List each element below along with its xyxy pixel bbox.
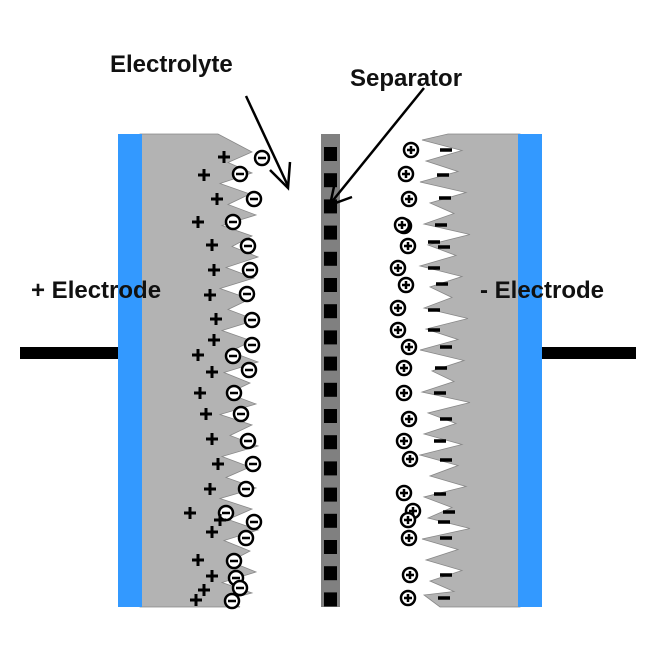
adsorbed-cation bbox=[400, 410, 418, 428]
adsorbed-cation bbox=[395, 432, 413, 450]
separator-pore bbox=[324, 147, 337, 161]
adsorbed-cation bbox=[395, 359, 413, 377]
adsorbed-anion bbox=[237, 529, 255, 547]
negative-electrode-label: - Electrode bbox=[480, 277, 604, 304]
negative-terminal-wire bbox=[540, 347, 636, 359]
surface-positive-charge bbox=[194, 387, 206, 399]
surface-positive-charge bbox=[214, 514, 226, 526]
surface-positive-charge bbox=[204, 483, 216, 495]
negative-current-collector bbox=[518, 134, 542, 607]
surface-positive-charge bbox=[192, 216, 204, 228]
adsorbed-anion bbox=[237, 480, 255, 498]
separator-pore bbox=[324, 382, 337, 397]
surface-positive-charge bbox=[206, 526, 218, 538]
adsorbed-cation bbox=[400, 529, 418, 547]
adsorbed-anion bbox=[253, 149, 271, 167]
surface-positive-charge bbox=[198, 169, 210, 181]
surface-positive-charge bbox=[206, 366, 218, 378]
adsorbed-cation bbox=[397, 276, 415, 294]
adsorbed-cation bbox=[399, 511, 417, 529]
adsorbed-anion bbox=[244, 455, 262, 473]
separator-pore bbox=[324, 409, 337, 423]
adsorbed-anion bbox=[223, 592, 241, 610]
surface-positive-charge bbox=[218, 151, 230, 163]
adsorbed-anion bbox=[239, 237, 257, 255]
surface-positive-charge bbox=[204, 289, 216, 301]
adsorbed-cation bbox=[401, 450, 419, 468]
surface-positive-charge bbox=[200, 408, 212, 420]
surface-positive-charge bbox=[210, 313, 222, 325]
adsorbed-anion bbox=[243, 311, 261, 329]
surface-positive-charge bbox=[208, 334, 220, 346]
adsorbed-cation bbox=[400, 190, 418, 208]
adsorbed-anion bbox=[225, 384, 243, 402]
separator-pores bbox=[324, 147, 337, 607]
adsorbed-anion bbox=[231, 579, 249, 597]
positive-side-ions bbox=[184, 149, 271, 610]
separator-pore bbox=[324, 356, 337, 371]
adsorbed-cation bbox=[395, 484, 413, 502]
adsorbed-anion bbox=[217, 504, 235, 522]
surface-positive-charge bbox=[206, 570, 218, 582]
surface-positive-charge bbox=[206, 433, 218, 445]
adsorbed-anion bbox=[241, 261, 259, 279]
adsorbed-cation bbox=[389, 321, 407, 339]
electrolyte-label: Electrolyte bbox=[110, 51, 233, 78]
surface-positive-charge bbox=[192, 554, 204, 566]
adsorbed-anion bbox=[240, 361, 258, 379]
separator-pore bbox=[324, 251, 337, 266]
separator-pore bbox=[324, 487, 337, 502]
surface-positive-charge bbox=[206, 239, 218, 251]
positive-current-collector bbox=[118, 134, 142, 607]
adsorbed-anion bbox=[231, 165, 249, 183]
adsorbed-anion bbox=[243, 336, 261, 354]
adsorbed-anion bbox=[224, 347, 242, 365]
positive-electrode-material bbox=[139, 133, 260, 608]
adsorbed-anion bbox=[224, 213, 242, 231]
surface-positive-charge bbox=[184, 507, 196, 519]
surface-positive-charge bbox=[190, 594, 202, 606]
separator-pore bbox=[324, 278, 337, 292]
electrolyte-pointer bbox=[244, 95, 292, 191]
separator-pore bbox=[324, 435, 337, 450]
separator-pore bbox=[324, 566, 337, 581]
adsorbed-anion bbox=[238, 285, 256, 303]
negative-electrode-material bbox=[418, 133, 521, 608]
adsorbed-anion bbox=[239, 432, 257, 450]
adsorbed-anion bbox=[245, 513, 263, 531]
adsorbed-cation bbox=[401, 566, 419, 584]
adsorbed-cation bbox=[399, 237, 417, 255]
adsorbed-cation bbox=[389, 299, 407, 317]
adsorbed-cation bbox=[397, 165, 415, 183]
adsorbed-cation bbox=[400, 338, 418, 356]
surface-positive-charge bbox=[211, 193, 223, 205]
surface-positive-charge bbox=[208, 264, 220, 276]
adsorbed-cation bbox=[389, 259, 407, 277]
adsorbed-anion bbox=[232, 405, 250, 423]
separator-pointer bbox=[328, 87, 425, 207]
separator-pore bbox=[324, 592, 337, 607]
adsorbed-cation bbox=[399, 589, 417, 607]
surface-positive-charge bbox=[192, 349, 204, 361]
positive-terminal-wire bbox=[20, 347, 120, 359]
separator-label: Separator bbox=[350, 65, 462, 92]
positive-electrode-label: + Electrode bbox=[31, 277, 161, 304]
surface-positive-charge bbox=[212, 458, 224, 470]
adsorbed-anion bbox=[245, 190, 263, 208]
surface-positive-charge bbox=[198, 584, 210, 596]
separator-pore bbox=[324, 330, 337, 345]
separator-pore bbox=[324, 513, 337, 528]
separator-pore bbox=[324, 304, 337, 319]
adsorbed-cation bbox=[395, 384, 413, 402]
separator-pore bbox=[324, 461, 337, 476]
adsorbed-anion bbox=[225, 552, 243, 570]
adsorbed-cation bbox=[402, 141, 420, 159]
negative-side-ions bbox=[389, 141, 455, 607]
separator-pore bbox=[324, 225, 337, 240]
adsorbed-cation bbox=[393, 216, 411, 234]
separator-pore bbox=[324, 540, 337, 554]
